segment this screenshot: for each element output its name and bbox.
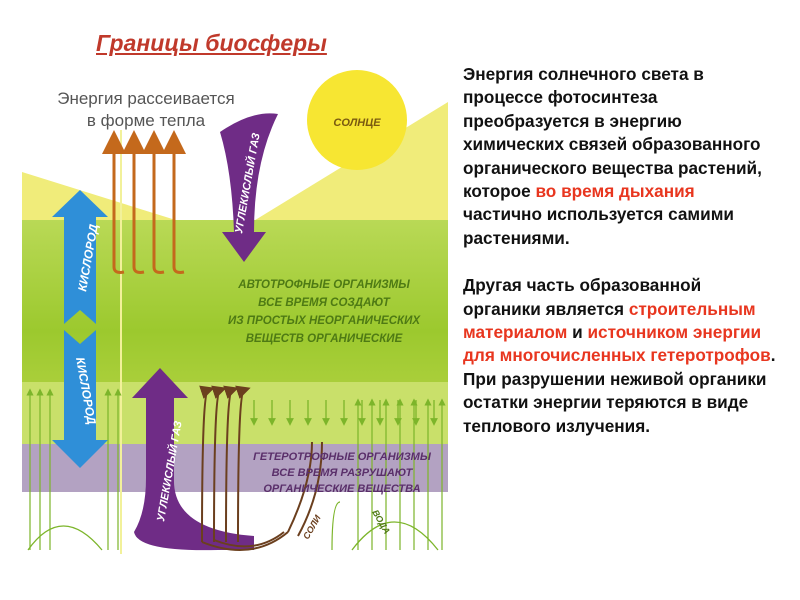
p1-text-a: Энергия солнечного света в процессе фото… [463,64,762,202]
co2-arrow-up [132,368,254,551]
paragraph-2: Другая часть образованной органики являе… [463,274,778,438]
sun-shape [307,70,407,170]
p2-highlight-1: строительным материалом [463,298,756,343]
autotroph-line-2: ВСЕ ВРЕМЯ СОЗДАЮТ [258,297,391,309]
oxygen-arrow-down [52,330,108,468]
p2-highlight-2: источником энергии для многочисленных ге… [463,322,771,366]
brown-arrows [199,385,323,551]
p2-text-c: . При разрушении неживой органики остатк… [463,345,776,436]
heterotroph-line-3: ОРГАНИЧЕСКИЕ ВЕЩЕСТВА [263,483,420,495]
p1-highlight: во время дыхания [535,181,695,202]
heterotroph-line-2: ВСЕ ВРЕМЯ РАЗРУШАЮТ [272,467,414,479]
autotroph-line-1: АВТОТРОФНЫЕ ОРГАНИЗМЫ [237,279,410,291]
ground-loops [27,521,439,551]
oxygen-arrow-up [52,190,108,324]
co2-arrow-down [220,113,278,262]
explanation-text: Энергия солнечного света в процессе фото… [463,63,778,462]
p2-text-a: Другая часть образованной органики являе… [463,275,702,319]
paragraph-1: Энергия солнечного света в процессе фото… [463,63,778,250]
autotroph-line-3: ИЗ ПРОСТЫХ НЕОРГАНИЧЕСКИХ [228,315,421,327]
heat-label-line2: в форме тепла [87,111,206,130]
heat-label-line1: Энергия рассеивается [57,89,235,108]
green-arrows-up-right [331,398,446,551]
p2-text-b: и [567,322,588,343]
p1-text-b: частично используется самими растениями. [463,204,734,248]
heat-arrows [102,130,186,274]
heterotroph-line-1: ГЕТЕРОТРОФНЫЕ ОРГАНИЗМЫ [253,451,432,463]
sun-label: СОЛНЦЕ [333,117,381,129]
biosphere-diagram: СОЛНЦЕ Энергия рассеивается в форме тепл… [22,62,448,558]
green-arrows-down [250,400,438,426]
page-title: Границы биосферы [96,30,327,56]
autotroph-line-4: ВЕЩЕСТВ ОРГАНИЧЕСКИЕ [246,333,403,345]
green-arrows-up-left [26,388,122,550]
